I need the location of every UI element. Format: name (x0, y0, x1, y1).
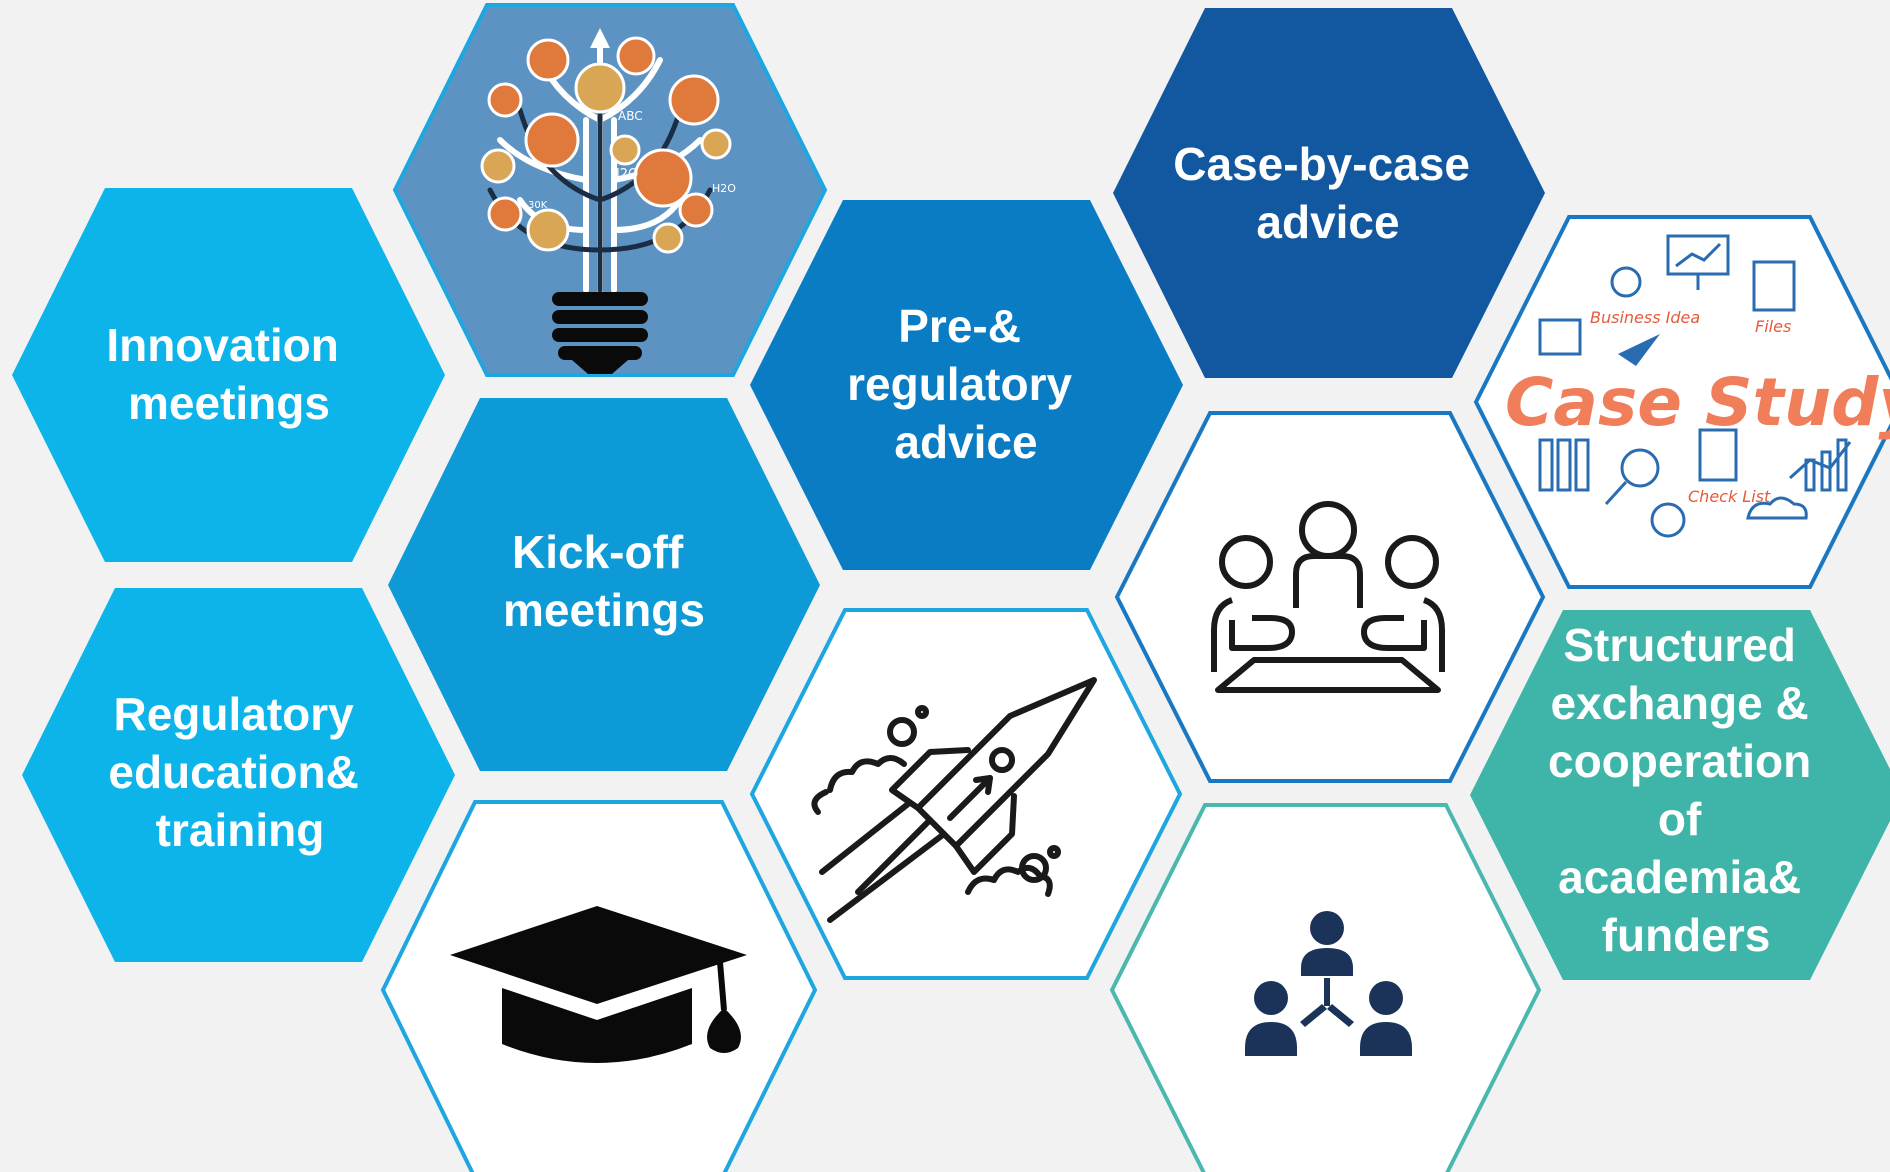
hex-shape (388, 398, 820, 771)
hex-label: Pre-& regulatory advice (847, 300, 1085, 468)
hex-label: Regulatory education& training (108, 688, 371, 856)
hex-case-study-image: Case Study Business Idea Files Check Lis… (1473, 215, 1890, 589)
case-study-icon: Case Study Business Idea Files Check Lis… (1505, 234, 1890, 538)
hex-shape (749, 608, 1183, 980)
svg-text:30K: 30K (528, 200, 548, 211)
hex-pre-regulatory-advice: Pre-& regulatory advice (750, 200, 1183, 570)
people-network-icon (1245, 911, 1412, 1056)
svg-text:H2O: H2O (712, 182, 736, 195)
svg-text:Business Idea: Business Idea (1590, 308, 1700, 327)
hex-network-image (1109, 803, 1542, 1172)
svg-text:Case Study: Case Study (1505, 364, 1890, 441)
lightbulb-tree-icon: ABC H2O H2O 30K (480, 28, 736, 374)
svg-text:Check List: Check List (1688, 487, 1771, 506)
hex-shape (750, 200, 1183, 570)
hex-innovation-meetings: Innovation meetings (12, 188, 445, 562)
hex-label: Kick-off meetings (503, 526, 705, 636)
meeting-table-icon (1211, 501, 1445, 693)
graduation-cap-icon (450, 906, 747, 1063)
hex-rocket-image (749, 608, 1183, 980)
hex-shape (1113, 8, 1545, 378)
hex-kickoff-meetings: Kick-off meetings (388, 398, 820, 771)
hex-meeting-image (1114, 411, 1546, 783)
svg-text:Files: Files (1755, 317, 1791, 336)
svg-text:H2O: H2O (610, 167, 638, 182)
rocket-icon (811, 677, 1097, 923)
hex-label: Structured exchange & cooperation of aca… (1548, 619, 1824, 961)
svg-text:ABC: ABC (618, 109, 643, 123)
hex-structured-exchange: Structured exchange & cooperation of aca… (1470, 610, 1890, 980)
hex-regulatory-education: Regulatory education& training (22, 588, 455, 962)
hex-shape (1470, 610, 1890, 980)
hex-label: Innovation meetings (106, 319, 351, 429)
hex-shape (1114, 411, 1546, 783)
hex-label: Case-by-case advice (1173, 138, 1482, 248)
hex-graduation-image (380, 800, 818, 1172)
hex-case-by-case-advice: Case-by-case advice (1113, 8, 1545, 378)
hex-shape (22, 588, 455, 962)
hex-lightbulb-image: ABC H2O H2O 30K (392, 3, 828, 377)
hex-shape (12, 188, 445, 562)
